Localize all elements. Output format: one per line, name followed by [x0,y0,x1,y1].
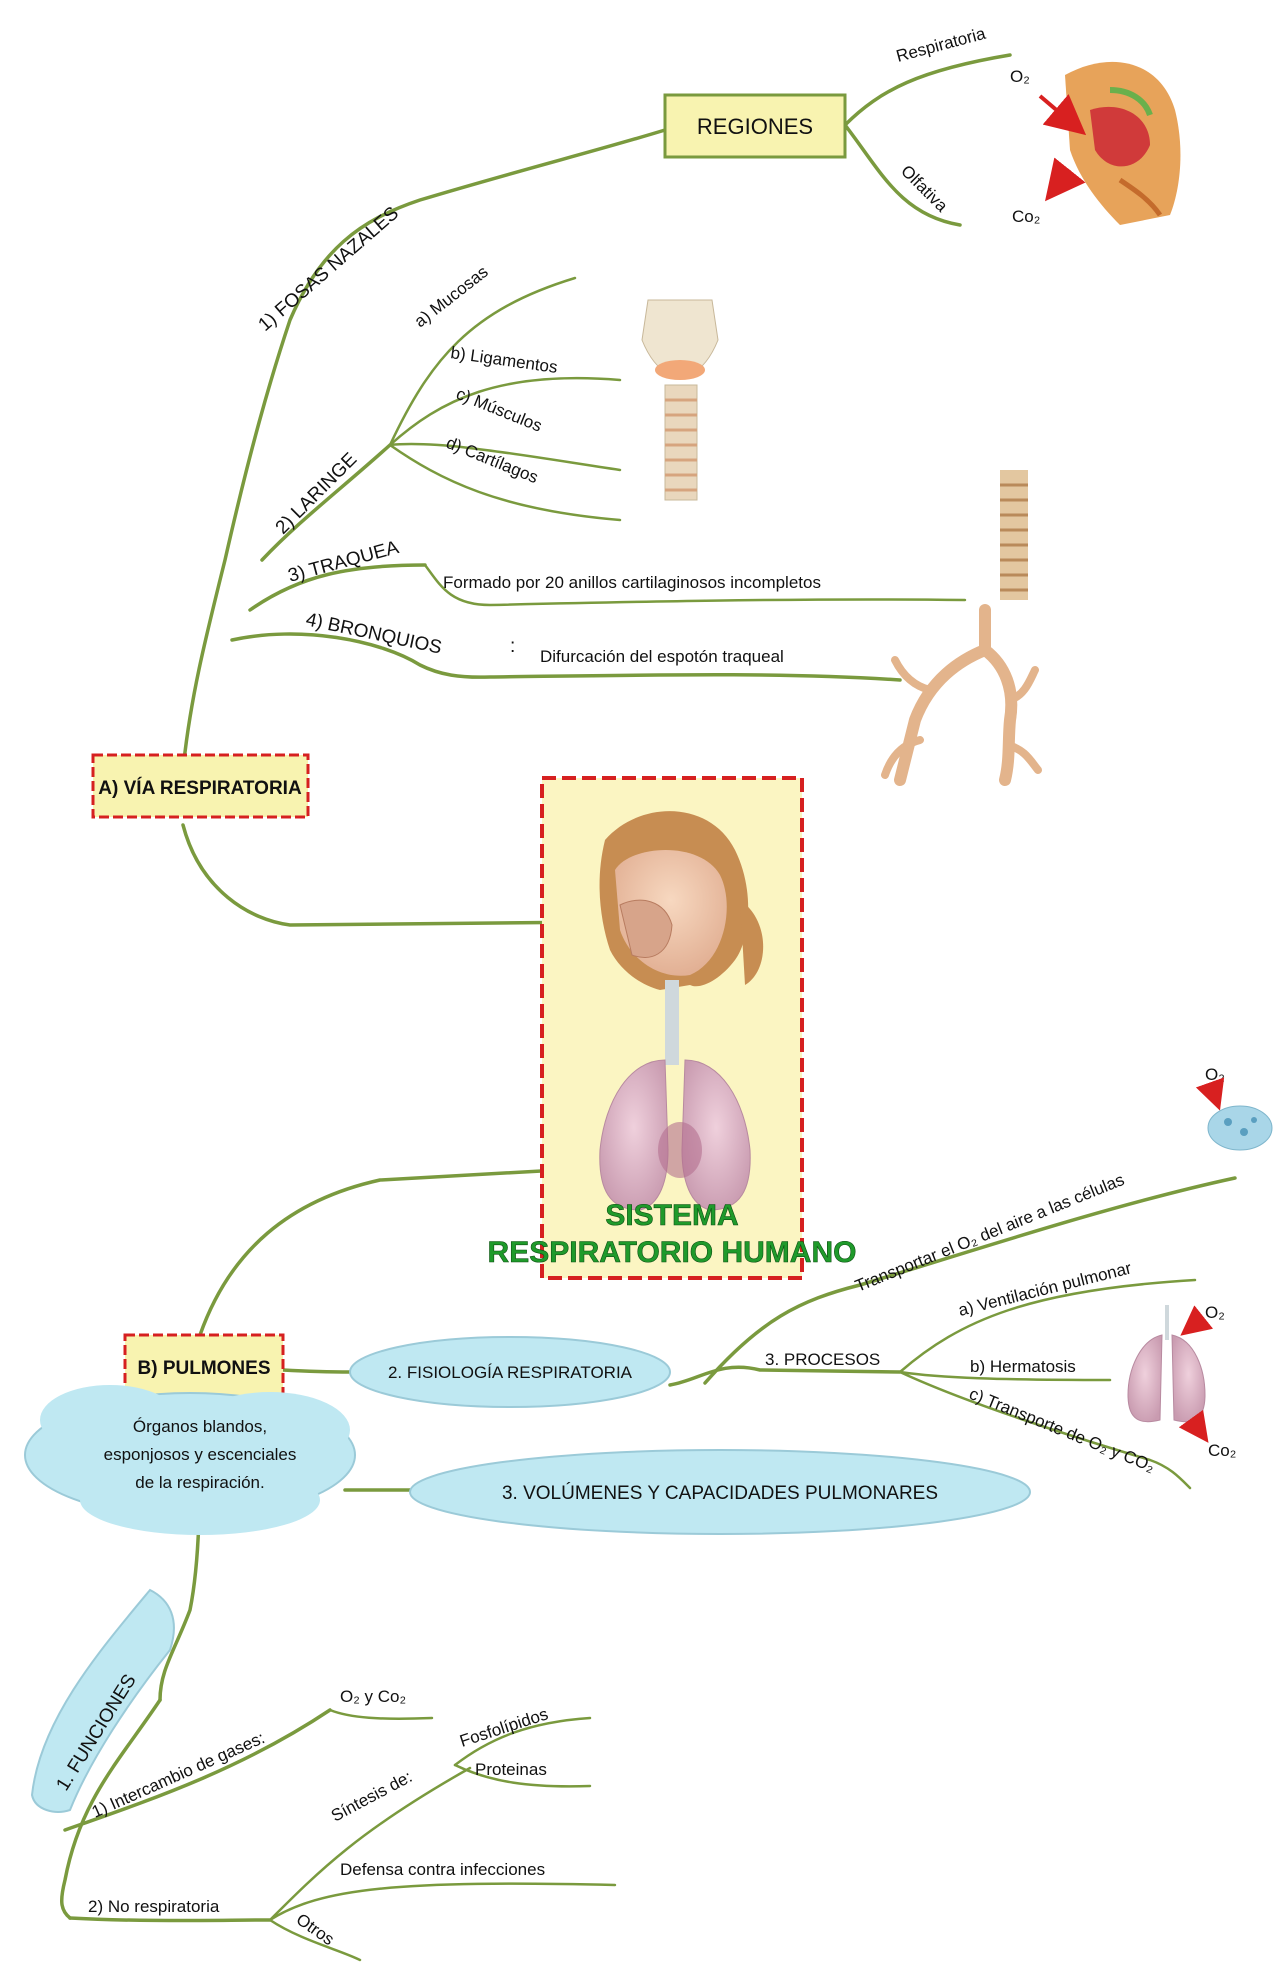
sintesis-label: Síntesis de: [328,1767,415,1825]
bronquios-label: 4) BRONQUIOS [304,609,444,658]
fisiologia-link [283,1370,350,1372]
head-cross-section-icon [1065,62,1180,225]
descripcion-line1: Órganos blandos, [133,1417,267,1436]
co2-arrow [1050,170,1070,195]
alveolus-icon: O₂ [1205,1065,1272,1150]
regiones-node[interactable]: REGIONES [665,95,845,157]
laringe-branch [262,445,390,560]
no-respiratoria-branch [70,1918,270,1921]
traquea-desc-label: Formado por 20 anillos cartilaginosos in… [443,573,821,592]
laringe-label: 2) LARINGE [272,449,362,539]
o2-right-label: O₂ [1205,1303,1225,1322]
child-branch [183,825,600,925]
co2-label: Co₂ [1012,207,1040,226]
proteinas-label: Proteinas [475,1760,547,1779]
ligamentos-label: b) Ligamentos [449,343,558,377]
fisiologia-node[interactable]: 2. FISIOLOGÍA RESPIRATORIA [350,1337,670,1407]
regiones-label: REGIONES [697,114,813,139]
defensa-label: Defensa contra infecciones [340,1860,545,1879]
via-respiratoria-node[interactable]: A) VÍA RESPIRATORIA [93,755,308,817]
co2-right-arrow [1192,1420,1205,1438]
small-lungs-icon [1128,1305,1205,1422]
mucosas-label: a) Mucosas [411,262,492,331]
gases-label: O₂ y Co₂ [340,1687,406,1706]
intercambio-label: 1) Intercambio de gases: [89,1728,268,1821]
descripcion-line2: esponjosos y escenciales [104,1445,297,1464]
volumenes-node[interactable]: 3. VOLÚMENES Y CAPACIDADES PULMONARES [410,1450,1030,1534]
o2-label: O₂ [1010,67,1030,86]
gases-branch [330,1710,432,1719]
volumenes-label: 3. VOLÚMENES Y CAPACIDADES PULMONARES [502,1482,938,1504]
trachea-icon [1000,470,1028,600]
procesos-label: 3. PROCESOS [765,1350,880,1369]
pulmones-label: B) PULMONES [138,1358,271,1379]
o2-top-label: O₂ [1205,1065,1225,1084]
bronquios-colon: : [510,636,515,657]
larynx-icon [642,300,718,500]
descripcion-line3: de la respiración. [135,1473,264,1492]
pulmones-node[interactable]: B) PULMONES [125,1335,283,1397]
respiratoria-branch [845,55,1010,125]
center-title-line2: RESPIRATORIO HUMANO [488,1236,857,1269]
olfativa-label: Olfativa [897,161,952,216]
fosfolipidos-label: Fosfolípidos [457,1704,550,1750]
bronquios-desc-label: Difurcación del espotón traqueal [540,647,784,666]
musculos-label: c) Músculos [454,384,545,436]
respiratoria-label: Respiratoria [894,24,988,66]
fisiologia-label: 2. FISIOLOGÍA RESPIRATORIA [388,1363,633,1382]
cartilagos-label: d) Cartílagos [444,433,541,487]
traquea-label: 3) TRAQUEA [286,537,402,587]
co2-right-label: Co₂ [1208,1441,1236,1460]
via-respiratoria-label: A) VÍA RESPIRATORIA [98,777,302,799]
fosas-nazales-label: 1) FOSAS NAZALES [255,203,403,336]
o2-right-arrow [1185,1320,1200,1332]
bronchi-icon [885,610,1038,780]
no-respiratoria-label: 2) No respiratoria [88,1897,220,1916]
defensa-branch [270,1884,615,1920]
center-title-line1: SISTEMA [605,1199,738,1232]
hematosis-label: b) Hermatosis [970,1357,1076,1376]
